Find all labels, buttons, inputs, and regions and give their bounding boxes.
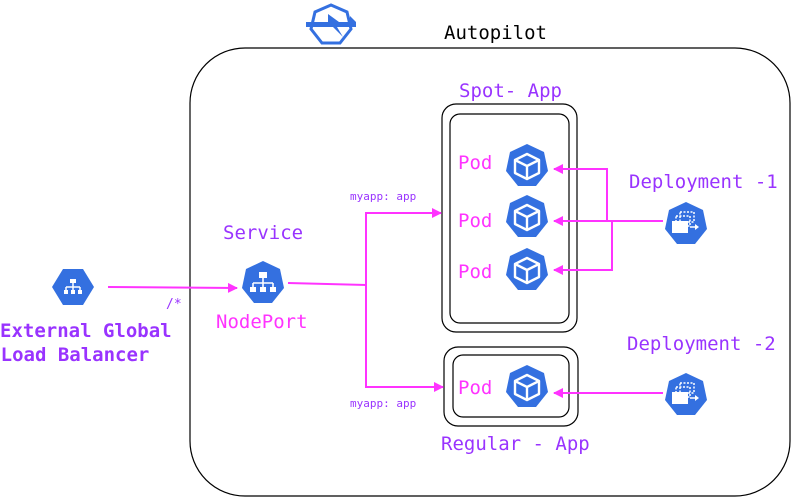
autopilot-title: Autopilot: [444, 22, 547, 44]
pod-icon: [504, 363, 550, 409]
service-type-label: NodePort: [216, 311, 308, 333]
pod-label: Pod: [458, 377, 493, 399]
edge-deploy1-to-pod3: [553, 220, 613, 275]
pod-icon: [504, 193, 550, 239]
load-balancer-label-line1: External Global: [0, 320, 172, 342]
deployment-2-label: Deployment -2: [627, 333, 776, 355]
pod-label: Pod: [458, 210, 493, 232]
load-balancer-icon: [52, 269, 94, 305]
autopilot-icon: [306, 3, 356, 45]
edge-service-to-regular: [365, 285, 444, 392]
spot-app-group-inner: [449, 113, 570, 324]
path-label: /*: [166, 297, 182, 312]
edge-lb-to-service: [107, 282, 238, 293]
spot-app-group-outer: [441, 103, 578, 333]
regular-app-label: Regular - App: [441, 433, 590, 455]
service-label: Service: [223, 222, 304, 244]
load-balancer-label-line2: Load Balancer: [0, 344, 150, 366]
regular-app-group-inner: [452, 354, 570, 418]
edge-label-spot: myapp: app: [350, 190, 417, 203]
pod-icon: [504, 246, 550, 292]
deployment-icon: [664, 201, 708, 245]
deployment-icon: [664, 372, 708, 416]
regular-app-group-outer: [443, 346, 579, 427]
spot-app-label: Spot- App: [459, 80, 562, 102]
pod-label: Pod: [458, 152, 493, 174]
pod-icon: [504, 142, 550, 188]
edge-deploy1-to-pod1: [553, 164, 663, 222]
service-icon: [242, 261, 284, 303]
autopilot-cluster: [189, 47, 791, 497]
edge-label-regular: myapp: app: [350, 397, 417, 410]
pod-label: Pod: [458, 261, 493, 283]
edge-service-to-spot: [287, 208, 442, 287]
deployment-1-label: Deployment -1: [629, 171, 778, 193]
